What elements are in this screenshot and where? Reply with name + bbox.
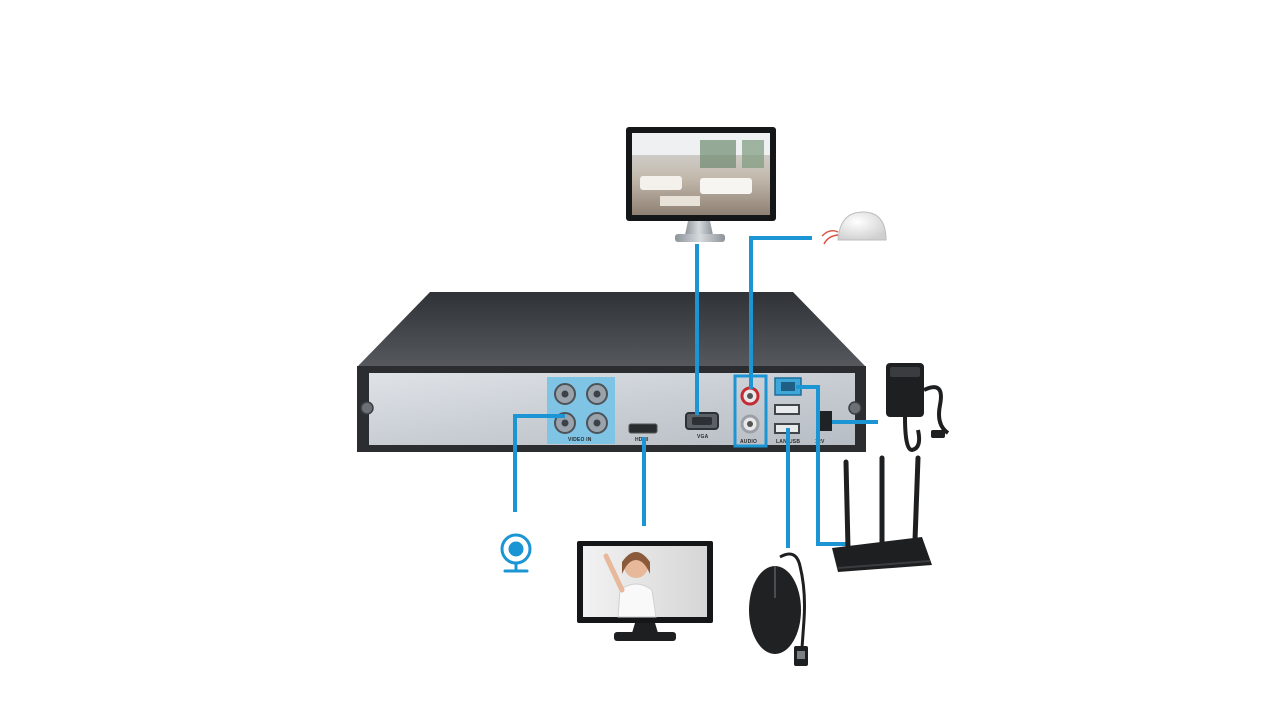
screw-right bbox=[848, 401, 862, 415]
hdmi-monitor-stand bbox=[632, 623, 658, 633]
power-adapter-cable bbox=[903, 385, 950, 453]
router-antenna-3 bbox=[912, 455, 921, 543]
router-antenna-1 bbox=[843, 459, 851, 551]
wifi-router bbox=[832, 455, 932, 572]
vga-monitor bbox=[626, 127, 776, 242]
label-video-in: VIDEO IN bbox=[568, 437, 592, 443]
connection-lines bbox=[513, 236, 878, 548]
power-adapter bbox=[886, 363, 950, 453]
dome-microphone-body bbox=[837, 211, 887, 241]
usb-mouse bbox=[749, 552, 808, 666]
hdmi-monitor bbox=[577, 541, 713, 641]
label-usb: USB bbox=[789, 439, 800, 445]
label-audio: AUDIO bbox=[740, 439, 757, 445]
hdmi-port bbox=[628, 423, 658, 434]
line-lan-router bbox=[796, 385, 846, 546]
line-video-camera bbox=[513, 414, 565, 512]
hdmi-monitor-base bbox=[614, 632, 676, 641]
nvr-top-cover bbox=[358, 292, 865, 366]
microphone-wires bbox=[821, 229, 839, 245]
mouse-body bbox=[749, 566, 801, 654]
label-lan: LAN bbox=[776, 439, 787, 445]
power-port bbox=[818, 411, 832, 431]
usb-port-1 bbox=[774, 404, 800, 415]
nvr-device: VIDEO IN HDMI VGA AUDIO LAN USB 12V bbox=[357, 292, 866, 452]
webcam bbox=[500, 533, 532, 573]
label-hdmi: HDMI bbox=[635, 437, 649, 443]
power-adapter-plug bbox=[931, 430, 945, 438]
vga-monitor-base bbox=[675, 234, 725, 242]
mouse-cable bbox=[779, 552, 806, 649]
dome-microphone bbox=[821, 211, 887, 245]
vga-monitor-stand bbox=[685, 221, 713, 235]
label-vga: VGA bbox=[697, 434, 709, 440]
screw-left bbox=[360, 401, 374, 415]
line-microphone bbox=[749, 236, 812, 389]
